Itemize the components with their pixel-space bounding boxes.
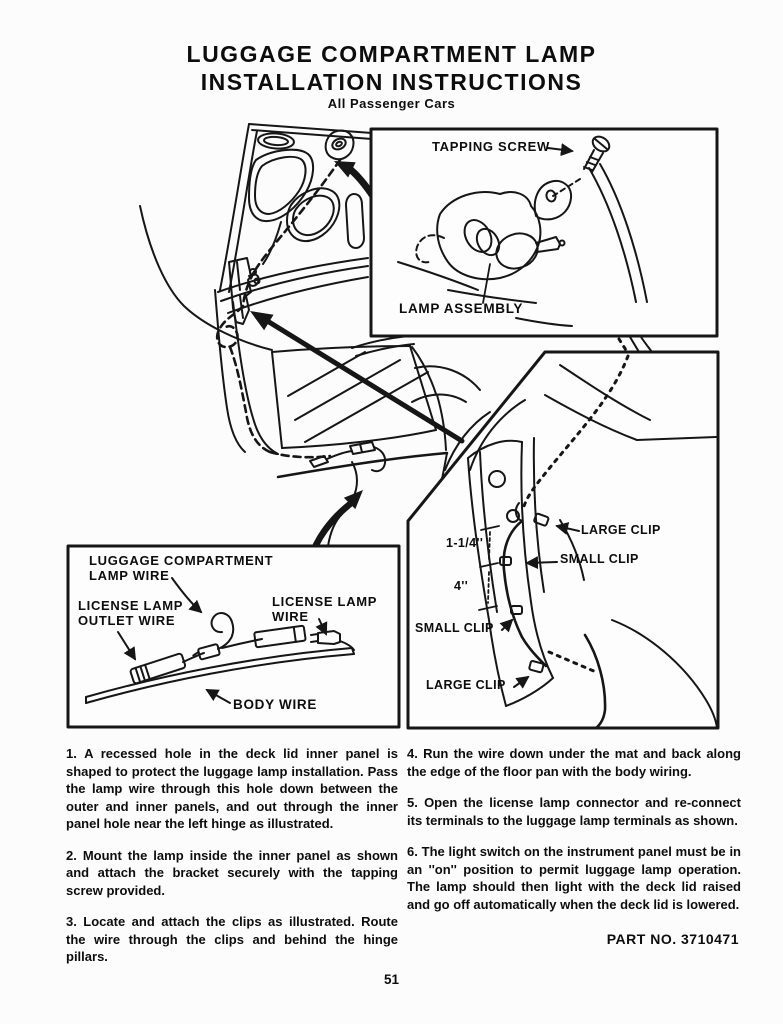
instruction-step-2: 2. Mount the lamp inside the inner panel… [66,847,398,898]
small-clip-left-label: SMALL CLIP [415,621,494,635]
tapping-screw-label: TAPPING SCREW [432,139,550,154]
lamp-detail-art [369,127,719,338]
page-number: 51 [383,972,400,987]
instruction-step-1: 1. A recessed hole in the deck lid inner… [66,746,398,831]
page-title-line1: LUGGAGE COMPARTMENT LAMP [186,41,597,67]
page-title: LUGGAGE COMPARTMENT LAMP INSTALLATION IN… [0,40,783,96]
luggage-compartment-lamp-wire-label: LUGGAGE COMPARTMENT LAMP WIRE [89,553,274,583]
page-title-line2: INSTALLATION INSTRUCTIONS [200,69,583,95]
lamp-assembly-label: LAMP ASSEMBLY [399,301,524,316]
instruction-step-4: 4. Run the wire down under the mat and b… [407,746,741,779]
body-wire-label: BODY WIRE [233,697,318,712]
large-clip-top-label: LARGE CLIP [581,523,661,537]
part-number: PART NO. 3710471 [606,931,739,947]
trunk-overview-art [139,123,653,562]
instructions-column-right: 4. Run the wire down under the mat and b… [407,745,741,927]
dimension-lower-label: 4'' [454,579,469,593]
clip-routing-art [406,350,720,730]
harness-detail-art [66,544,401,729]
license-lamp-outlet-wire-label: LICENSE LAMP OUTLET WIRE [78,598,184,628]
license-lamp-wire-label: LICENSE LAMP WIRE [272,594,378,624]
small-clip-top-label: SMALL CLIP [560,552,639,566]
instruction-step-3: 3. Locate and attach the clips as illust… [66,914,398,964]
instruction-step-6: 6. The light switch on the instrument pa… [407,844,741,912]
page-subtitle: All Passenger Cars [327,96,456,111]
dimension-upper-label: 1-1/4'' [446,536,484,550]
instruction-step-5: 5. Open the license lamp connector and r… [407,795,741,828]
instructions-column-left: 1. A recessed hole in the deck lid inner… [66,745,398,980]
large-clip-bottom-label: LARGE CLIP [426,678,506,692]
